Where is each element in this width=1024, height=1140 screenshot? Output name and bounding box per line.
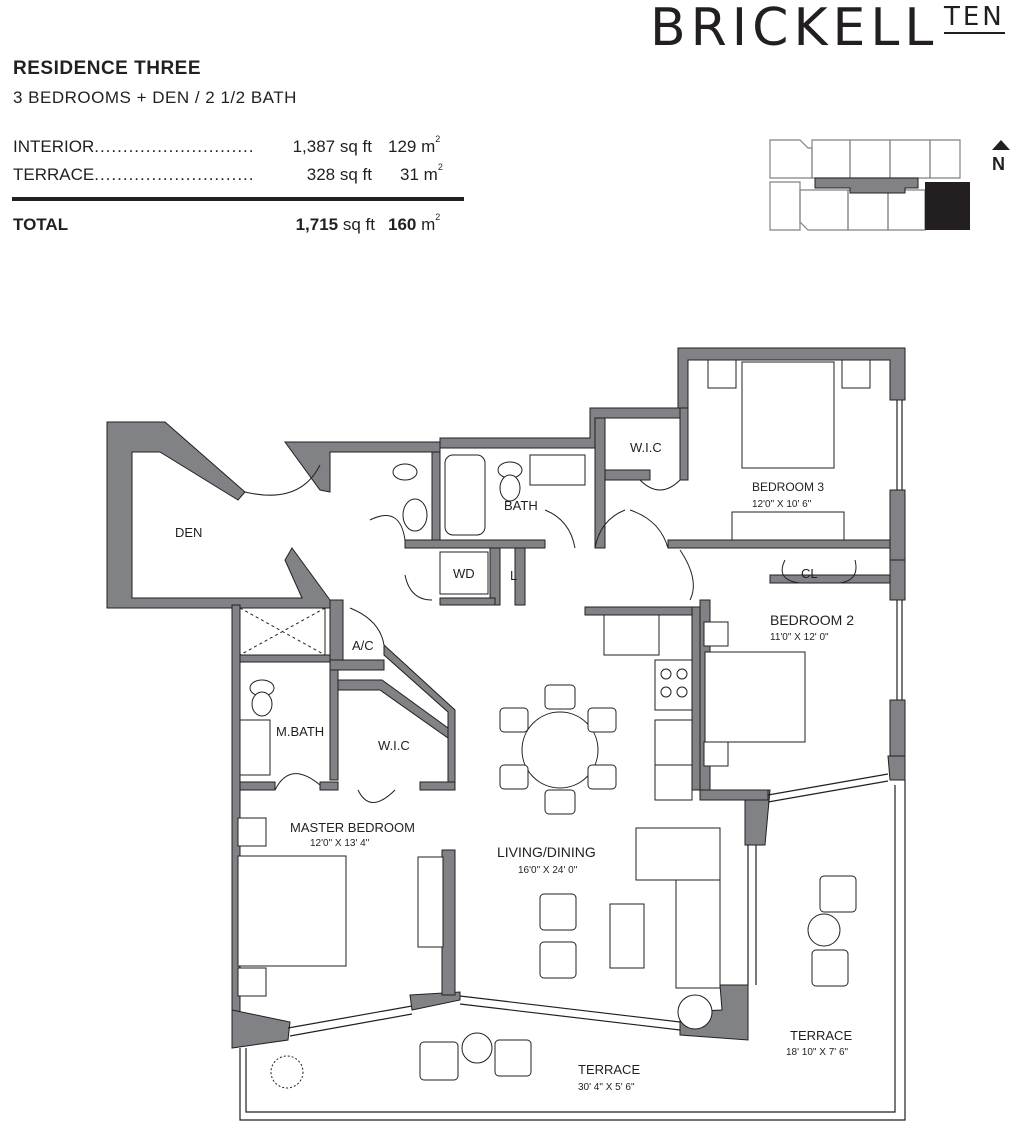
terrace-right-label: TERRACE (790, 1028, 852, 1043)
brand-logo: BRICKELL (650, 0, 938, 58)
terrace-outline (239, 780, 906, 1121)
interior-m2: 129 m2 (388, 134, 441, 156)
terrace-sqft: 328 sq ft (306, 165, 372, 184)
ac-label: A/C (352, 638, 374, 653)
total-sqft: 1,715 sq ft (295, 215, 375, 234)
linen-label: L (510, 568, 517, 583)
interior-sqft: 1,387 sq ft (292, 137, 372, 156)
bedroom3-label: BEDROOM 3 (752, 480, 824, 494)
brand-suffix: TEN (944, 2, 1005, 34)
north-arrow-icon (992, 140, 1010, 150)
mbath-label: M.BATH (276, 724, 324, 739)
leader-dots: ........................................… (94, 165, 252, 184)
unit-highlight (925, 182, 970, 230)
wic-top-label: W.I.C (630, 440, 662, 455)
bath-label: BATH (504, 498, 538, 513)
bedroom2-label: BEDROOM 2 (770, 612, 854, 628)
interior-label: INTERIOR (13, 137, 95, 156)
north-label: N (992, 154, 1005, 174)
divider (12, 197, 464, 201)
living-dim: 16'0" X 24' 0" (518, 865, 578, 876)
leader-dots: ........................................… (94, 137, 252, 156)
interior-label-row: INTERIOR................................… (13, 137, 252, 157)
windows (287, 400, 903, 1037)
master-label: MASTER BEDROOM (290, 820, 415, 835)
fixtures (237, 359, 871, 1089)
terrace-bottom-label: TERRACE (578, 1062, 640, 1077)
total-m2: 160 m2 (388, 212, 441, 234)
terrace-label-row: TERRACE.................................… (13, 165, 252, 185)
room-labels: DEN BATH W.I.C BEDROOM 3 12'0" X 10' 6" … (175, 440, 854, 1093)
exterior-walls (106, 347, 906, 1049)
wic-master-label: W.I.C (378, 738, 410, 753)
bedroom3-dim: 12'0" X 10' 6" (752, 499, 812, 510)
terrace-m2: 31 m2 (400, 162, 443, 184)
key-plan (769, 139, 970, 231)
closet-label: CL (801, 566, 818, 581)
den-label: DEN (175, 525, 202, 540)
terrace-label: TERRACE (13, 165, 95, 184)
residence-subtitle: 3 BEDROOMS + DEN / 2 1/2 BATH (13, 88, 297, 107)
bedroom2-dim: 11'0" X 12' 0" (770, 632, 829, 643)
wd-label: WD (453, 566, 475, 581)
total-label: TOTAL (13, 215, 69, 234)
brand-name: BRICKELL (650, 0, 939, 58)
residence-title: RESIDENCE THREE (13, 58, 202, 79)
master-dim: 12'0" X 13' 4" (310, 838, 370, 849)
living-label: LIVING/DINING (497, 844, 596, 860)
door-swings (244, 464, 857, 803)
terrace-bottom-dim: 30' 4" X 5' 6" (578, 1082, 635, 1093)
terrace-right-dim: 18' 10" X 7' 6" (786, 1047, 849, 1058)
